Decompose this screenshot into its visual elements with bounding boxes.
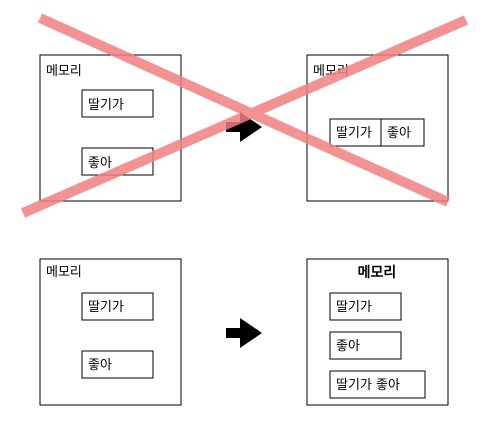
item-text: 좋아	[88, 358, 112, 373]
right-arrow-icon	[226, 112, 262, 142]
item-box	[329, 292, 402, 321]
item-text: 딸기가 좋아	[336, 378, 400, 393]
x-mark-icon	[21, 13, 468, 218]
item-text: 좋아	[88, 156, 112, 171]
right-example: 메모리 딸기가 좋아 메모리 딸기가 좋아 딸기가 좋아	[39, 258, 449, 406]
wrong-after-memory: 메모리 딸기가 좋아	[306, 54, 449, 202]
cell-text: 딸기가	[336, 126, 372, 141]
memory-box	[39, 258, 182, 406]
joined-cell	[329, 118, 382, 147]
item-box	[81, 89, 154, 118]
item-box	[329, 331, 402, 360]
right-after-memory: 메모리 딸기가 좋아 딸기가 좋아	[306, 258, 449, 406]
memory-title: 메모리	[46, 265, 82, 280]
cell-text: 좋아	[387, 126, 411, 141]
right-before-memory: 메모리 딸기가 좋아	[39, 258, 182, 406]
memory-title: 메모리	[358, 265, 397, 281]
item-box	[329, 370, 426, 399]
memory-title: 메모리	[46, 64, 82, 79]
joined-cell	[380, 118, 425, 147]
item-text: 좋아	[336, 339, 360, 354]
item-text: 딸기가	[88, 300, 124, 315]
item-box	[81, 350, 154, 379]
wrong-example: 메모리 딸기가 좋아 메모리 딸기가 좋아	[21, 13, 468, 218]
item-box	[81, 292, 154, 321]
item-text: 딸기가	[88, 98, 124, 113]
item-text: 딸기가	[336, 300, 372, 315]
right-arrow-icon	[226, 318, 262, 348]
